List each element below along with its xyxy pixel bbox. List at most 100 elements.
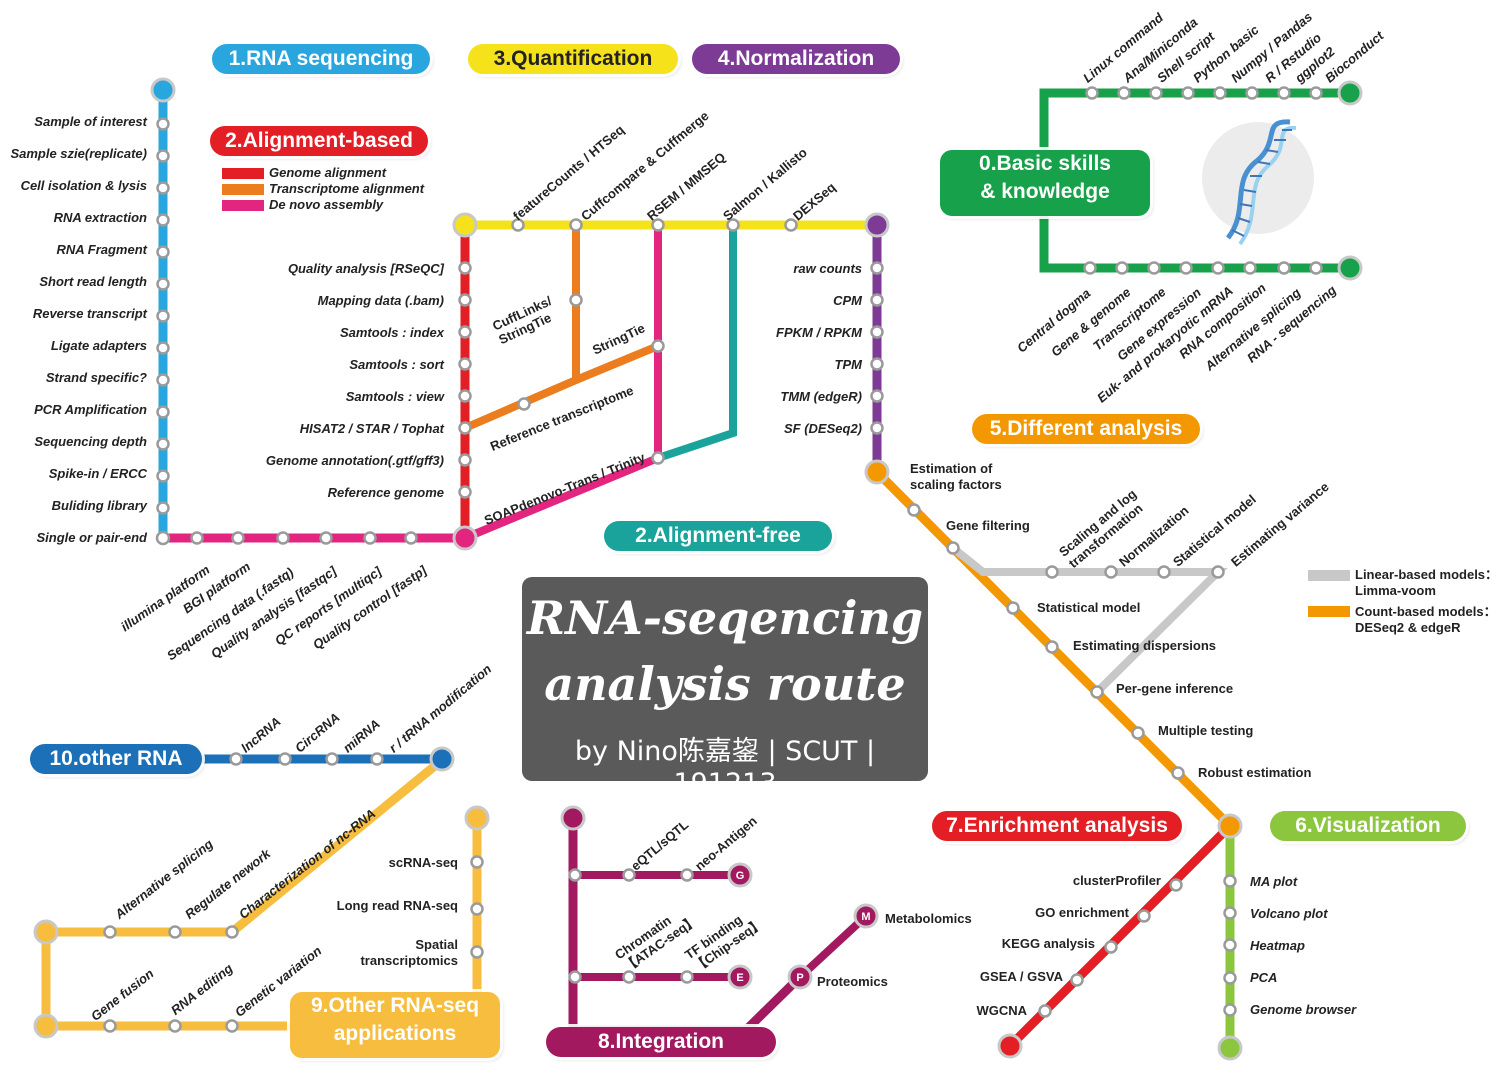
linear-line — [950, 544, 1228, 695]
station — [1179, 261, 1193, 275]
station — [156, 117, 170, 131]
station — [1045, 640, 1059, 654]
station — [1245, 86, 1259, 100]
line-name-rna-seq: 1.RNA sequencing — [212, 44, 430, 74]
station — [319, 531, 333, 545]
legend-count-label: Count-based models： — [1355, 604, 1497, 619]
station — [156, 437, 170, 451]
station-label: Spike-in / ERCC — [48, 466, 147, 481]
legend-linear-label: Linear-based models： — [1355, 567, 1499, 582]
station — [870, 261, 884, 275]
station — [458, 485, 472, 499]
station — [568, 868, 582, 882]
title-box: RNA-seqencing analysis route by Nino陈嘉鋆 … — [522, 577, 928, 799]
terminal-p-letter: P — [796, 972, 803, 984]
legend-swatch-genome — [222, 168, 264, 179]
station — [1083, 261, 1097, 275]
line-name-integration: 8.Integration — [546, 1027, 776, 1057]
line-name-alignment-free: 2.Alignment-free — [604, 521, 832, 551]
terminal — [997, 1033, 1023, 1059]
terminal — [155, 530, 171, 546]
station — [1309, 261, 1323, 275]
station — [1309, 86, 1323, 100]
station-label: Estimating dispersions — [1073, 638, 1217, 653]
station — [651, 218, 665, 232]
basic-skills-line1: 0.Basic skills — [979, 152, 1111, 175]
station — [1137, 909, 1151, 923]
station-label: Multiple testing — [1158, 723, 1254, 738]
station — [1131, 726, 1145, 740]
station-label: Sample of interest — [34, 114, 147, 129]
station — [784, 218, 798, 232]
line-name-visualization: 6.Visualization — [1270, 811, 1466, 841]
station — [946, 541, 960, 555]
station — [156, 309, 170, 323]
station-label: CPM — [833, 293, 862, 308]
station — [1223, 1003, 1237, 1017]
station — [1104, 940, 1118, 954]
station — [1277, 86, 1291, 100]
station — [156, 181, 170, 195]
station — [1223, 938, 1237, 952]
line-name-other-rna: 10.other RNA — [30, 744, 202, 774]
station-label-spatial: Spatial transcriptomics — [360, 937, 458, 969]
station — [1181, 86, 1195, 100]
title-line1: RNA-seqencing — [526, 591, 924, 645]
station — [1277, 261, 1291, 275]
station-label: Strand specific? — [45, 370, 147, 385]
station — [1117, 86, 1131, 100]
station — [103, 925, 117, 939]
station-label: Samtools : view — [345, 389, 444, 404]
station — [1147, 261, 1161, 275]
station-label: Samtools : sort — [349, 357, 444, 372]
terminal — [33, 1013, 59, 1039]
station-label: Robust estimation — [1198, 765, 1312, 780]
station — [225, 1019, 239, 1033]
station — [470, 902, 484, 916]
station-label: raw counts — [793, 261, 862, 276]
terminal — [1337, 255, 1363, 281]
legend-swatch-denovo — [222, 200, 264, 211]
station — [870, 421, 884, 435]
station-label: FPKM / RPKM — [776, 325, 862, 340]
legend-swatch-linear — [1308, 570, 1350, 581]
line-name-other-apps: 9.Other RNA-seq applications — [290, 992, 500, 1058]
line-name-diff: 5.Different analysis — [972, 414, 1200, 444]
station — [1243, 261, 1257, 275]
station — [470, 855, 484, 869]
station — [168, 1019, 182, 1033]
legend-genome: Genome alignment — [269, 165, 387, 180]
station — [325, 752, 339, 766]
stations — [103, 86, 1323, 1033]
station — [156, 373, 170, 387]
station — [651, 451, 665, 465]
station-label: KEGG analysis — [1001, 936, 1095, 951]
station — [1223, 971, 1237, 985]
station — [622, 868, 636, 882]
terminal — [33, 919, 59, 945]
station — [156, 501, 170, 515]
station — [1223, 874, 1237, 888]
station — [1211, 565, 1225, 579]
line-name-basic-skills: 0.Basic skills & knowledge — [940, 150, 1150, 216]
terminal-g — [727, 862, 753, 888]
station — [458, 453, 472, 467]
station-label-scaling: Estimation of scaling factors — [910, 461, 1020, 493]
station — [231, 531, 245, 545]
title-byline: by Nino陈嘉鋆 | SCUT | 191213 — [574, 736, 876, 799]
station — [1090, 685, 1104, 699]
terminal — [1217, 813, 1243, 839]
station — [1045, 565, 1059, 579]
line-name-alignment-based: 2.Alignment-based — [210, 126, 428, 156]
station — [458, 357, 472, 371]
terminal-e — [727, 964, 753, 990]
station — [1149, 86, 1163, 100]
station-label: Gene filtering — [946, 518, 1030, 533]
station-label: clusterProfiler — [1072, 873, 1161, 888]
station — [870, 325, 884, 339]
station — [190, 531, 204, 545]
terminal — [1217, 1035, 1243, 1061]
station — [168, 925, 182, 939]
station — [458, 261, 472, 275]
station — [1211, 261, 1225, 275]
